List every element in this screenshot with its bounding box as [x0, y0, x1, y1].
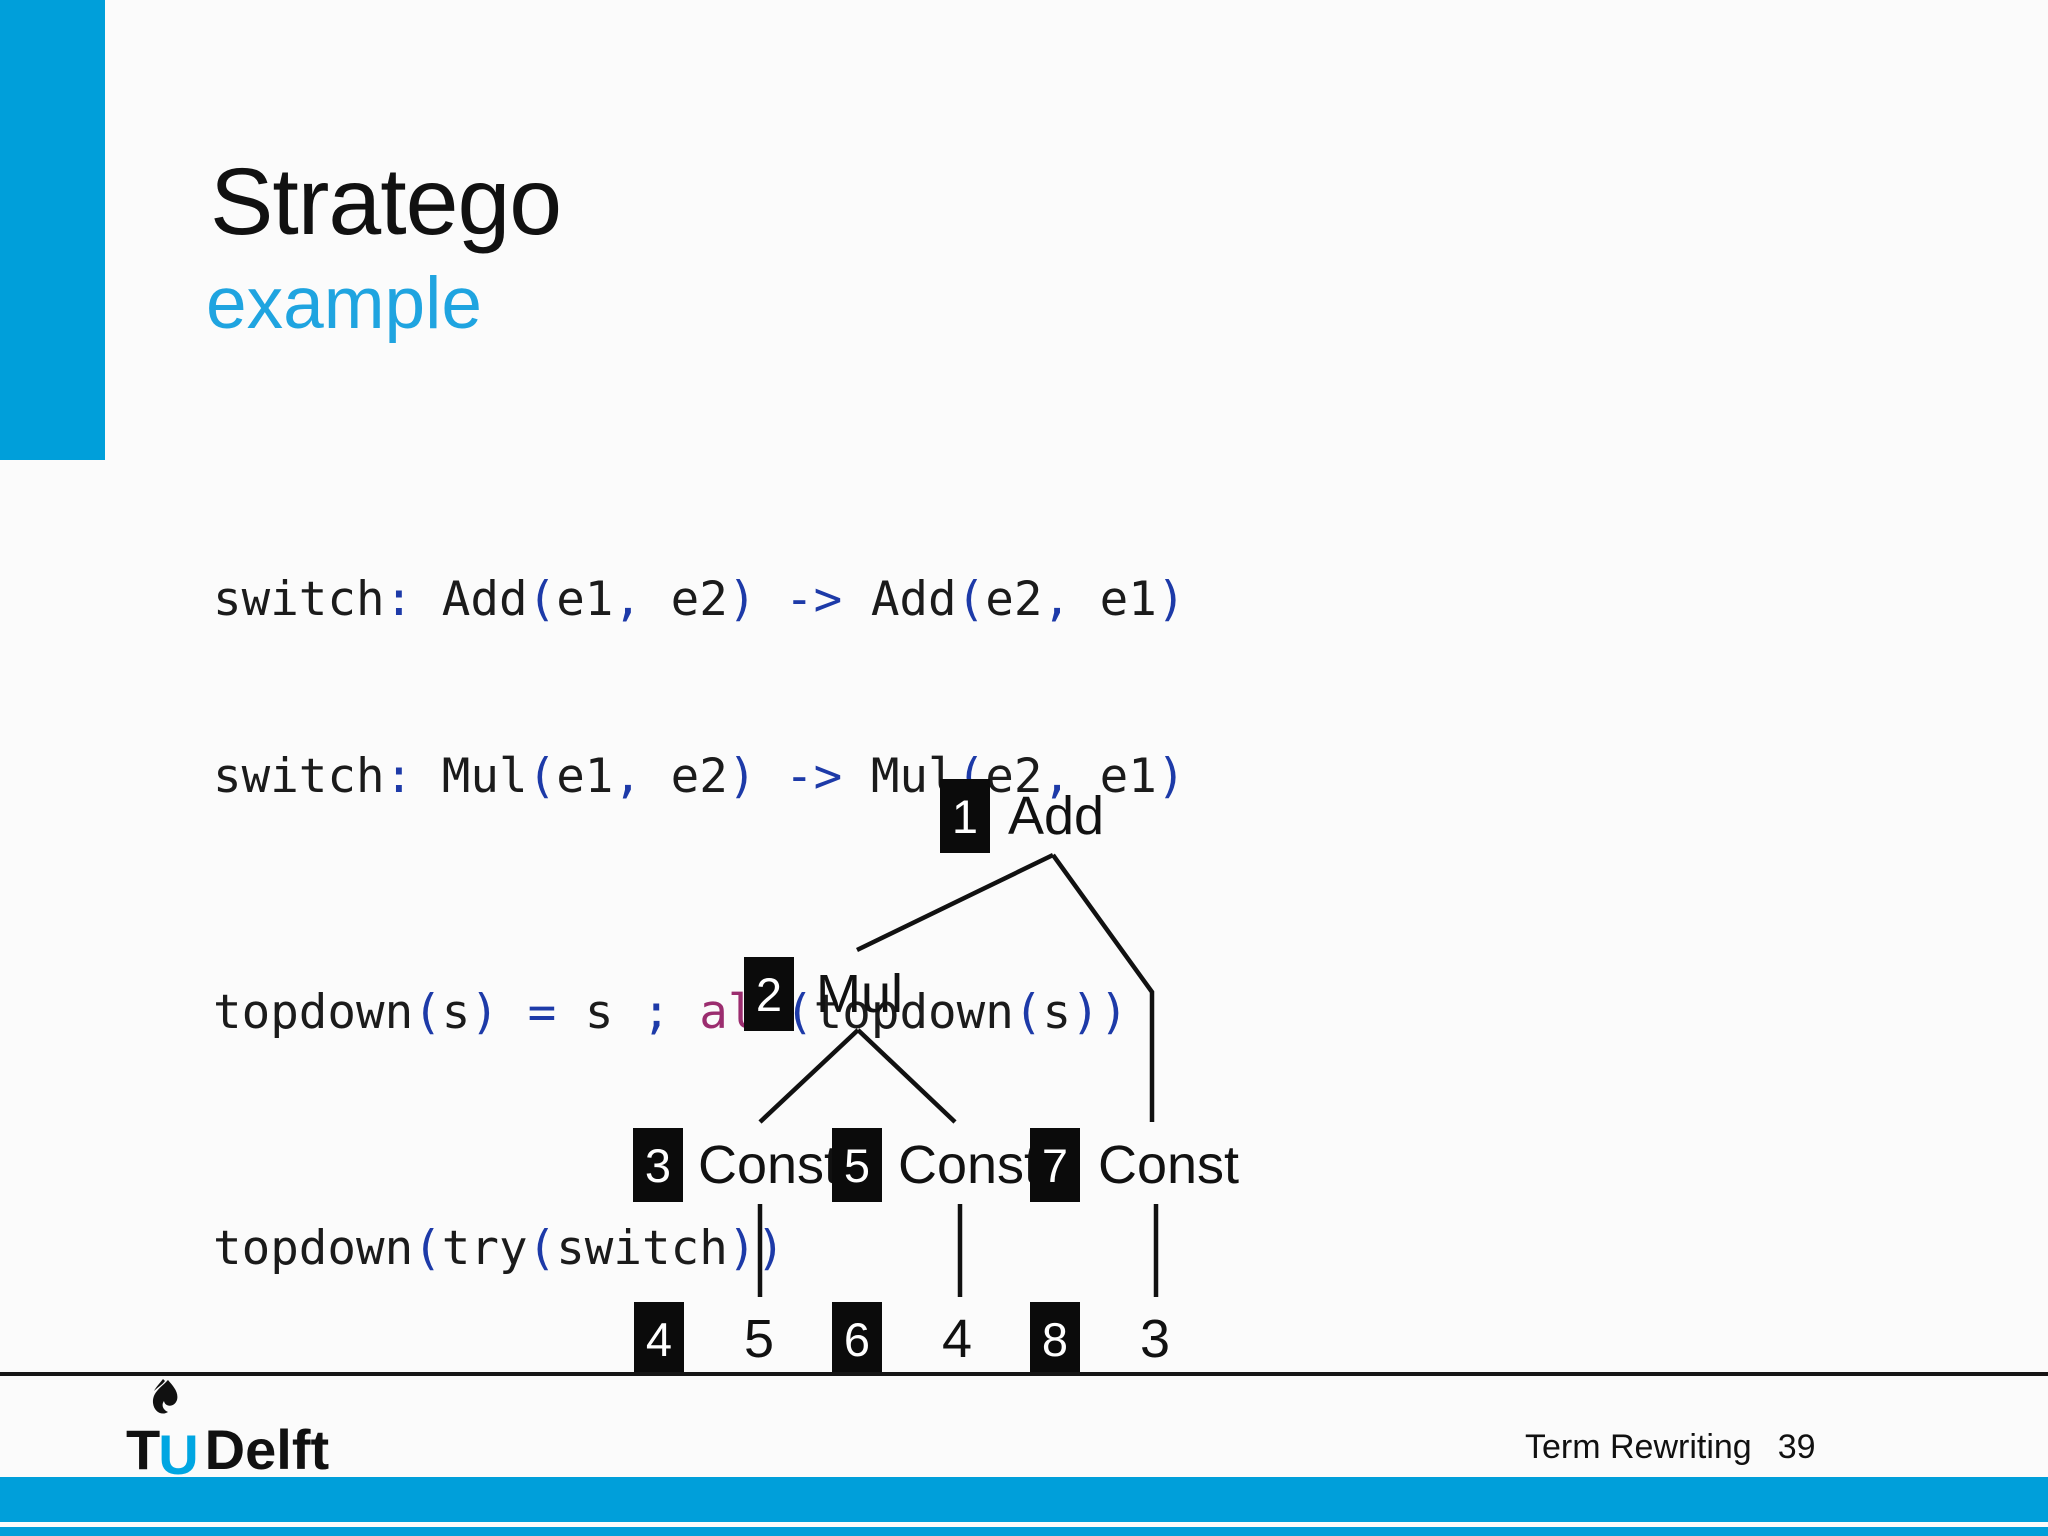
logo-letter-t: T [126, 1418, 161, 1481]
code-line: topdown(try(switch)) [213, 1219, 1185, 1278]
code-token: )) [1071, 985, 1129, 1040]
code-token: e1 [1099, 749, 1157, 804]
code-line: topdown(s) = s ; all(topdown(s)) [213, 983, 1185, 1042]
code-token [499, 985, 528, 1040]
tree-node-label: Const [698, 1135, 840, 1195]
code-token [671, 985, 700, 1040]
code-token: ( [1013, 985, 1043, 1040]
code-token: switch [556, 1221, 728, 1276]
tree-node-const: 7 Const [1030, 1128, 1239, 1202]
code-token: e1 [556, 749, 614, 804]
visit-order-badge: 4 [634, 1302, 684, 1376]
leaf-value-label: 3 [1139, 1309, 1171, 1369]
page-number: 39 [1777, 1428, 1816, 1466]
code-token: ) [470, 985, 500, 1040]
code-token: ( [413, 985, 442, 1040]
logo-letter-u: U [158, 1423, 199, 1486]
code-token: e2 [985, 572, 1043, 627]
code-token: s [556, 985, 643, 1040]
code-token: , [613, 749, 671, 804]
tree-leaf-value: 8 3 [1030, 1302, 1185, 1376]
code-token: Add [842, 572, 957, 627]
code-token: Mul [413, 749, 528, 804]
visit-order-badge: 1 [940, 779, 990, 853]
tree-node-label: Const [1098, 1135, 1240, 1195]
code-token: topdown [213, 1221, 414, 1276]
code-token: topdown [213, 985, 414, 1040]
tudelft-flame-icon [152, 1379, 178, 1414]
tree-leaf-value: 4 5 [634, 1302, 789, 1376]
code-token: ( [527, 749, 557, 804]
code-token: try [441, 1221, 528, 1276]
code-token: ; [642, 985, 671, 1040]
code-token: s [1042, 985, 1072, 1040]
code-block: switch: Add(e1, e2) -> Add(e2, e1) switc… [213, 452, 1185, 1396]
visit-order-badge: 5 [832, 1128, 882, 1202]
code-token: -> [785, 749, 843, 804]
code-token: , [1042, 572, 1100, 627]
code-token: , [613, 572, 671, 627]
code-token: e1 [1099, 572, 1157, 627]
code-token: e2 [670, 572, 728, 627]
logo-delft-text: Delft [204, 1418, 330, 1481]
code-token: Add [413, 572, 528, 627]
tree-node-mul: 2 Mul [744, 957, 903, 1031]
code-token: : [384, 749, 414, 804]
course-title: Term Rewriting [1525, 1428, 1752, 1466]
visit-order-badge: 8 [1030, 1302, 1080, 1376]
code-token: ( [956, 572, 986, 627]
code-token: , [1042, 749, 1100, 804]
tree-node-label: Mul [816, 964, 904, 1024]
tree-node-const: 5 Const [832, 1128, 1039, 1202]
slide-title: Stratego [210, 149, 562, 255]
code-token: = [527, 985, 557, 1040]
code-token: switch [213, 749, 385, 804]
code-token: -> [785, 572, 843, 627]
code-line: switch: Mul(e1, e2) -> Mul(e2, e1) [213, 747, 1185, 806]
footer-page-info: Term Rewriting 39 [1525, 1428, 1816, 1467]
tree-node-add: 1 Add [940, 779, 1104, 853]
code-token: ( [527, 572, 557, 627]
visit-order-badge: 2 [744, 957, 794, 1031]
code-token: ( [527, 1221, 557, 1276]
leaf-value-label: 4 [941, 1309, 973, 1369]
bottom-bar-stripe [0, 1522, 2048, 1527]
code-token: ) [1156, 749, 1186, 804]
code-token: e2 [985, 749, 1043, 804]
code-token: ( [413, 1221, 442, 1276]
code-token: ) [727, 749, 757, 804]
code-token [756, 572, 785, 627]
code-token: e1 [556, 572, 614, 627]
tree-node-label: Add [1008, 786, 1105, 846]
code-token: ) [727, 572, 757, 627]
slide-subtitle: example [206, 263, 482, 344]
footer-divider [0, 1372, 2048, 1376]
tree-leaf-value: 6 4 [832, 1302, 987, 1376]
bottom-accent-bar [0, 1477, 2048, 1536]
left-accent-bar [0, 0, 105, 460]
leaf-value-label: 5 [743, 1309, 775, 1369]
code-token: )) [727, 1221, 785, 1276]
visit-order-badge: 7 [1030, 1128, 1080, 1202]
code-token: switch [213, 572, 385, 627]
code-token: e2 [670, 749, 728, 804]
code-token: ) [1156, 572, 1186, 627]
visit-order-badge: 3 [633, 1128, 683, 1202]
visit-order-badge: 6 [832, 1302, 882, 1376]
code-token [756, 749, 785, 804]
tree-node-const: 3 Const [633, 1128, 839, 1202]
tree-node-label: Const [898, 1135, 1040, 1195]
code-token: s [441, 985, 471, 1040]
code-line: switch: Add(e1, e2) -> Add(e2, e1) [213, 570, 1185, 629]
code-token: : [384, 572, 414, 627]
